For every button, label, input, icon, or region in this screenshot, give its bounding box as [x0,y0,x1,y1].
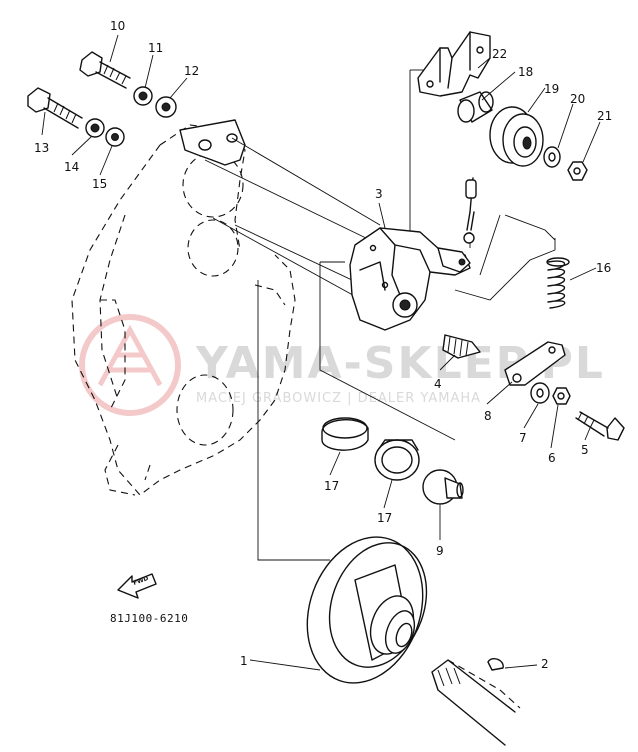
callout-22: 22 [492,47,507,61]
mounting-plate [179,119,246,166]
pulley-nut [567,161,588,181]
lock-washer-upper [133,86,153,106]
oil-seal-ring [374,439,420,481]
callout-21: 21 [597,109,612,123]
callout-13: 13 [34,141,49,155]
part-callouts: 1 2 3 4 5 6 7 8 9 10 11 12 13 14 15 16 1… [34,19,612,671]
callout-6: 6 [548,451,556,465]
pulley [489,106,544,167]
callout-17-cap: 17 [324,479,339,493]
callout-17-ring: 17 [377,511,392,525]
callout-8: 8 [484,409,492,423]
bolt-lower [27,87,83,129]
callout-14: 14 [64,160,79,174]
callout-18: 18 [518,65,533,79]
adjuster-block [442,334,481,359]
oil-seal-cap [321,417,369,451]
callout-12: 12 [184,64,199,78]
callout-4: 4 [434,377,442,391]
callout-1: 1 [240,654,248,668]
primary-sheave [306,536,428,684]
lever-bolt [575,411,625,441]
cam-housing [349,227,471,331]
plain-washer-lower [105,127,125,147]
callout-9: 9 [436,544,444,558]
collar [457,91,494,123]
spring [546,257,570,309]
callout-leaders [41,34,601,671]
throttle-cable-end [463,177,477,244]
woodruff-key [487,658,504,671]
crankshaft-end [431,659,521,746]
bolt-upper [79,51,131,89]
pulley-washer [543,146,561,168]
callout-7: 7 [519,431,527,445]
lever-nut [552,387,571,405]
callout-10: 10 [110,19,125,33]
lever-arm [504,341,566,386]
callout-15: 15 [92,177,107,191]
lever-washer [530,382,550,404]
engine-housing [71,124,296,496]
drawing-code: 81J100-6210 [110,612,188,625]
callout-5: 5 [581,443,589,457]
forward-arrow-icon: FWD [117,573,157,599]
callout-16: 16 [596,261,611,275]
cable-bracket [417,31,491,97]
watermark: YAMA-SKLEP.PL MACIEJ GRABOWICZ | DEALER … [79,314,603,416]
callout-2: 2 [541,657,549,671]
callout-3: 3 [375,187,383,201]
plain-washer-upper [155,96,177,118]
lock-washer-lower [85,118,105,138]
callout-11: 11 [148,41,163,55]
forward-label: FWD [132,575,149,587]
callout-20: 20 [570,92,585,106]
watermark-subtitle: MACIEJ GRABOWICZ | DEALER YAMAHA [196,391,481,406]
watermark-logo-ring [79,314,181,416]
flanged-pin [422,469,464,505]
callout-19: 19 [544,82,559,96]
watermark-logo-mark [97,324,163,387]
